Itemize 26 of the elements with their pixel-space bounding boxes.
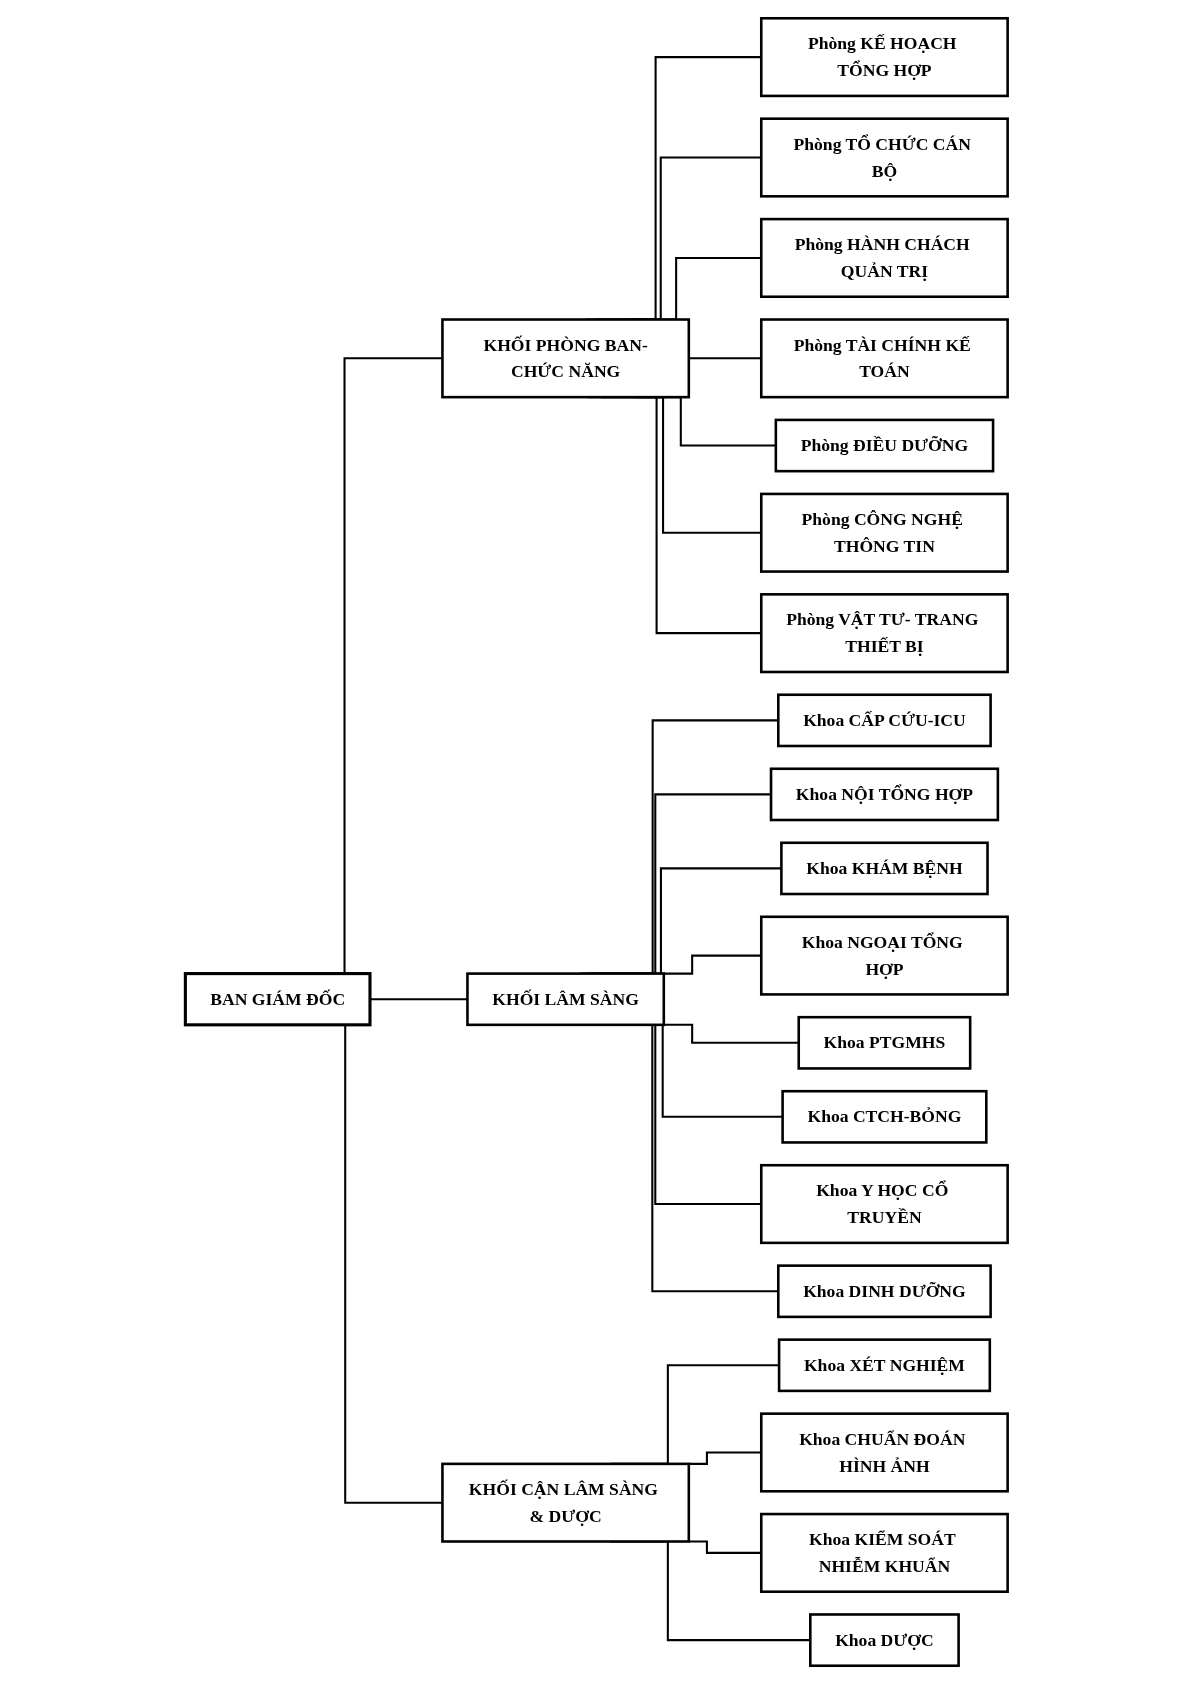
node-box: Khoa NỘI TỔNG HỢP (769, 767, 999, 822)
node-box: Khoa NGOẠI TỔNG HỢP (759, 915, 1009, 996)
node-box: Phòng TỔ CHỨC CÁN BỘ (759, 117, 1009, 198)
node-box: Khoa KIỂM SOÁT NHIỄM KHUẨN (759, 1512, 1009, 1593)
node-box: Phòng TÀI CHÍNH KẾ TOÁN (759, 318, 1009, 399)
node-box: KHỐI LÂM SÀNG (465, 972, 665, 1027)
node-box: Phòng KẾ HOẠCH TỔNG HỢP (759, 17, 1009, 98)
node-box: Khoa CẤP CỨU-ICU (776, 693, 992, 748)
node-box: Khoa PTGMHS (796, 1015, 971, 1070)
node-box: Khoa XÉT NGHIỆM (777, 1338, 991, 1393)
connector (688, 1451, 761, 1465)
node-box: Phòng VẬT TƯ- TRANG THIẾT BỊ (759, 593, 1009, 674)
node-box: Phòng HÀNH CHÁCH QUẢN TRỊ (759, 217, 1009, 299)
node-box: Phòng CÔNG NGHỆ THÔNG TIN (759, 492, 1009, 573)
connector (688, 357, 761, 360)
node-box: Khoa Y HỌC CỔ TRUYỀN (759, 1163, 1009, 1245)
node-box: KHỐI CẬN LÂM SÀNG & DƯỢC (440, 1462, 690, 1543)
node-box: Khoa KHÁM BỆNH (779, 841, 989, 896)
node-box: Khoa CHUẨN ĐOÁN HÌNH ẢNH (759, 1412, 1009, 1493)
node-box: KHỐI PHÒNG BAN-CHỨC NĂNG (440, 318, 690, 399)
node-box: Khoa DƯỢC (808, 1613, 960, 1667)
node-box: BAN GIÁM ĐỐC (183, 972, 372, 1027)
connector (688, 1540, 761, 1554)
node-box: Phòng ĐIỀU DƯỠNG (774, 418, 994, 473)
node-box: Khoa CTCH-BỎNG (780, 1089, 988, 1144)
node-box: Khoa DINH DƯỠNG (776, 1264, 992, 1319)
